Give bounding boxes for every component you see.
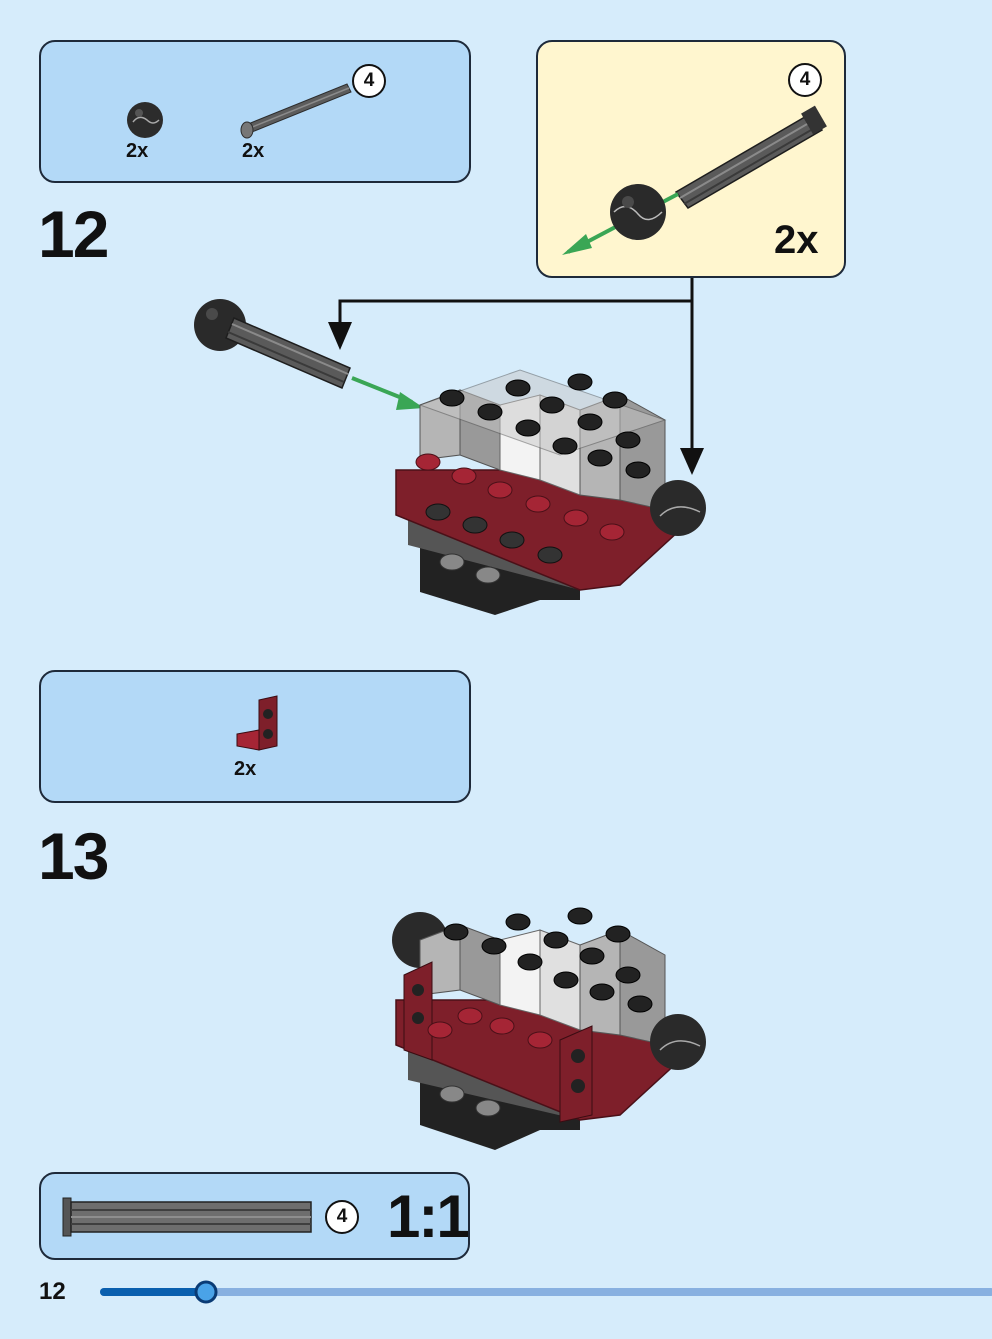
black-round-ball-icon — [127, 102, 163, 138]
page-number: 12 — [39, 1278, 66, 1305]
axle-with-ball-icon — [562, 105, 827, 255]
part-quantity: 2x — [126, 140, 149, 162]
arrow-down-icon — [680, 448, 704, 475]
arrow-down-icon — [328, 322, 352, 350]
part-quantity: 2x — [234, 758, 257, 780]
subassembly-box: 4 2x — [536, 40, 846, 278]
subassembly-quantity: 2x — [774, 218, 819, 262]
dark-red-bracket-icon — [236, 695, 278, 751]
progress-marker — [194, 1280, 218, 1304]
axle-length-badge: 4 — [352, 64, 386, 98]
step-12-model — [194, 299, 706, 615]
scale-label: 1:1 — [387, 1183, 470, 1250]
scale-reference-box: 4 1:1 — [39, 1172, 470, 1260]
step-number: 13 — [38, 819, 109, 893]
parts-box-step-12: 2x 2x 4 — [39, 40, 471, 183]
parts-box-step-13: 2x — [39, 670, 471, 803]
progress-bar — [100, 1280, 992, 1304]
step-13-model — [392, 907, 706, 1150]
axle-1-to-1-icon — [62, 1197, 312, 1237]
part-quantity: 2x — [242, 140, 265, 162]
progress-fill — [100, 1288, 206, 1296]
step-number: 12 — [38, 197, 109, 271]
axle-length-badge: 4 — [325, 1200, 359, 1234]
gray-axle-icon — [240, 83, 352, 139]
axle-length-badge: 4 — [788, 63, 822, 97]
callout-arrows — [328, 278, 704, 475]
